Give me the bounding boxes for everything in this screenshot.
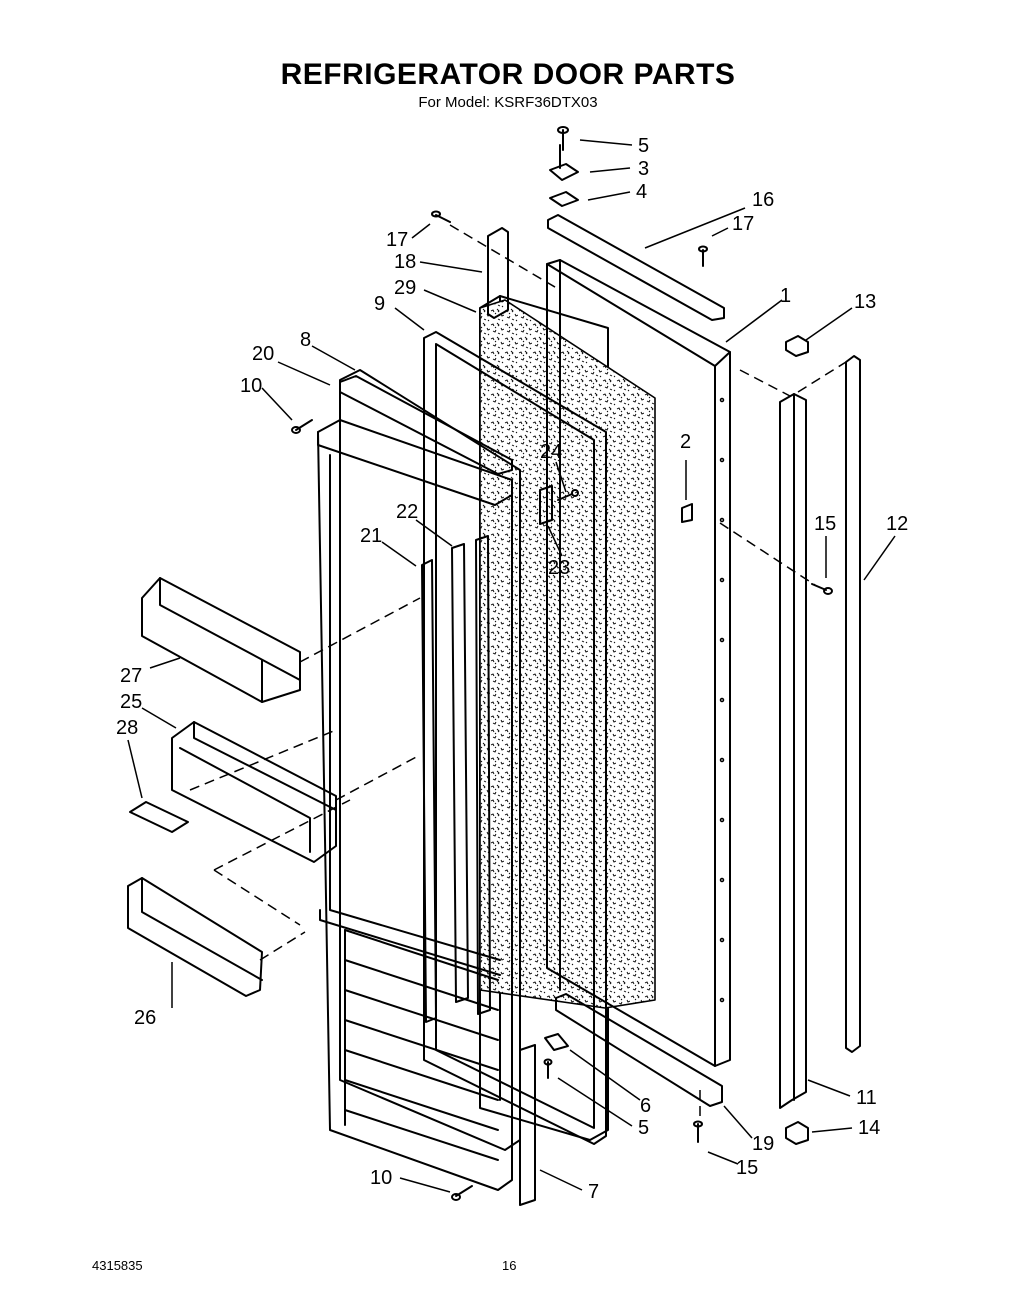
callout-9: 9	[374, 293, 385, 315]
screw-17-right	[698, 245, 708, 267]
callout-6: 6	[640, 1095, 651, 1117]
callout-10-upper: 10	[240, 375, 262, 397]
lower-hinge-bracket	[544, 1033, 569, 1051]
trim-strip	[845, 355, 861, 1053]
screw-10-upper	[291, 419, 313, 434]
callout-3: 3	[638, 158, 649, 180]
bottom-trim-panel	[127, 877, 263, 997]
dairy-door	[129, 801, 189, 833]
inner-door-liner	[317, 419, 513, 1191]
callout-2: 2	[680, 431, 691, 453]
shelf-rail-left	[421, 559, 437, 1023]
latch	[681, 503, 693, 523]
leader-lines	[127, 139, 896, 1193]
callout-25: 25	[120, 691, 142, 713]
hinge-screw-top	[557, 126, 569, 151]
bottom-clip	[785, 1121, 809, 1145]
liner-frame	[339, 369, 521, 1151]
callout-8: 8	[300, 329, 311, 351]
callout-11: 11	[856, 1087, 877, 1109]
hinge-side-bar	[779, 393, 807, 1109]
door-frame	[546, 259, 731, 1067]
top-trim-strip	[339, 375, 513, 475]
hinge-plate	[549, 191, 579, 207]
callout-16: 16	[752, 189, 774, 211]
callout-labels: 5 3 4 16 17 17 18 29 9 1 13 8 20 10 2 24…	[116, 135, 908, 1203]
frame-screw-holes	[719, 397, 725, 1003]
assembly-lines	[189, 224, 847, 1120]
top-hinge-bar	[547, 214, 725, 321]
callout-23: 23	[548, 557, 570, 579]
shelf-rail-right	[451, 535, 491, 1015]
callout-24: 24	[540, 441, 562, 463]
callout-10-lower: 10	[370, 1167, 392, 1189]
hinge-pin	[549, 144, 579, 181]
callout-18: 18	[394, 251, 416, 273]
callout-20: 20	[252, 343, 274, 365]
callout-13: 13	[854, 291, 876, 313]
lower-hinge-screw	[543, 1058, 553, 1079]
model-subtitle: For Model: KSRF36DTX03	[418, 94, 598, 111]
callout-29: 29	[394, 277, 416, 299]
callout-28: 28	[116, 717, 138, 739]
callout-5-top: 5	[638, 135, 649, 157]
callout-1: 1	[780, 285, 791, 307]
bracket-screw	[557, 489, 579, 501]
callout-14: 14	[858, 1117, 880, 1139]
screw-10-lower	[451, 1185, 473, 1201]
dairy-compartment	[171, 721, 337, 863]
document-part-number: 4315835	[92, 1258, 143, 1273]
top-clip	[785, 335, 809, 357]
callout-21: 21	[360, 525, 382, 547]
bracket	[539, 485, 553, 525]
hinge-tab	[487, 227, 509, 319]
callout-15-lower: 15	[736, 1157, 758, 1179]
foam-insulation	[479, 299, 656, 1009]
screw-17-left	[431, 210, 451, 223]
callout-7: 7	[588, 1181, 599, 1203]
callout-22: 22	[396, 501, 418, 523]
callout-5-bottom: 5	[638, 1117, 649, 1139]
door-gasket	[423, 331, 607, 1145]
callout-17-right: 17	[732, 213, 754, 235]
page-number: 16	[502, 1258, 517, 1273]
callout-12: 12	[886, 513, 908, 535]
screw-15-lower	[693, 1120, 703, 1143]
screw-15-upper	[811, 583, 833, 595]
callout-27: 27	[120, 665, 142, 687]
callout-26: 26	[134, 1007, 156, 1029]
callout-19: 19	[752, 1133, 774, 1155]
door-bin	[141, 577, 301, 703]
callout-17-left: 17	[386, 229, 408, 251]
bottom-hinge-bar	[555, 993, 723, 1107]
callout-4: 4	[636, 181, 647, 203]
callout-15-upper: 15	[814, 513, 836, 535]
page-title: REFRIGERATOR DOOR PARTS	[280, 58, 736, 91]
